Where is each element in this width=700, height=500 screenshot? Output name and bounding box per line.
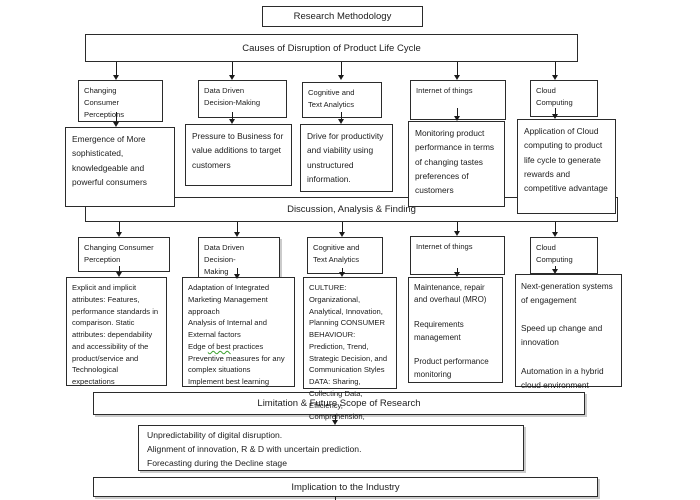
- arrow-down-icon: [452, 222, 461, 236]
- row1-detail-monitoring-product: Monitoring product performance in terms …: [408, 121, 505, 207]
- arrow-down-icon: [114, 222, 123, 237]
- row2-detail-culture-consumer-behaviour-data: CULTURE: Organizational, Analytical, Inn…: [303, 277, 397, 433]
- row2-category-cognitive-text-analytics: Cognitive and Text Analytics: [307, 237, 383, 274]
- limitation-band: Limitation & Future Scope of Research: [93, 392, 585, 415]
- row1-detail-consumer-emergence: Emergence of More sophisticated, knowled…: [65, 127, 175, 207]
- arrow-down-icon: [550, 266, 559, 274]
- arrow-down-icon: [452, 62, 461, 80]
- row1-category-cloud-computing: Cloud Computing: [530, 80, 598, 117]
- arrow-down-icon: [550, 222, 559, 237]
- arrow-down-icon: [111, 62, 120, 80]
- row2-category-changing-consumer-perception: Changing Consumer Perception: [78, 237, 170, 272]
- grammar-underline-text: of best: [207, 341, 231, 351]
- row2-detail-explicit-implicit-attributes: Explicit and implicit attributes: Featur…: [66, 277, 167, 386]
- row1-category-changing-consumer-perceptions: Changing Consumer Perceptions: [78, 80, 163, 122]
- research-methodology-box: Research Methodology: [262, 6, 423, 27]
- adaptation-text-part1: Adaptation of Integrated Marketing Manag…: [188, 283, 270, 351]
- implication-band: Implication to the Industry: [93, 477, 598, 497]
- future-scope-notes-box: Unpredictability of digital disruption. …: [138, 425, 524, 471]
- arrow-down-icon: [337, 222, 346, 237]
- arrow-down-icon: [452, 268, 461, 277]
- arrow-down-icon: [336, 112, 345, 124]
- arrow-down-icon: [227, 62, 236, 80]
- row2-category-data-driven-decision-making: Data Driven Decision- Making: [198, 237, 280, 279]
- row1-detail-pressure-business: Pressure to Business for value additions…: [185, 124, 292, 186]
- arrow-down-icon: [232, 222, 241, 237]
- row1-detail-cloud-application: Application of Cloud computing to produc…: [517, 119, 616, 214]
- arrow-down-icon: [330, 415, 339, 425]
- arrow-down-icon: [550, 108, 559, 119]
- arrow-down-icon: [232, 268, 241, 279]
- row2-category-cloud-computing: Cloud Computing: [530, 237, 598, 274]
- arrow-down-icon: [114, 266, 123, 277]
- row2-detail-mro-requirements-monitoring: Maintenance, repair and overhaul (MRO) R…: [408, 277, 503, 383]
- causes-band: Causes of Disruption of Product Life Cyc…: [85, 34, 578, 62]
- arrow-down-icon: [336, 62, 345, 80]
- row2-detail-adaptation-marketing: Adaptation of Integrated Marketing Manag…: [182, 277, 295, 387]
- connector-line: [335, 497, 337, 500]
- arrow-down-icon: [452, 108, 461, 121]
- arrow-down-icon: [227, 112, 236, 124]
- row1-category-internet-of-things: Internet of things: [410, 80, 506, 120]
- row1-category-data-driven-decision-making: Data Driven Decision-Making: [198, 80, 287, 118]
- row1-detail-drive-productivity: Drive for productivity and viability usi…: [300, 124, 393, 192]
- arrow-down-icon: [111, 112, 120, 127]
- adaptation-text-part2: practices Preventive measures for any co…: [188, 341, 285, 387]
- arrow-down-icon: [337, 268, 346, 277]
- row2-detail-next-generation-systems: Next-generation systems of engagement Sp…: [515, 274, 622, 390]
- arrow-down-icon: [550, 62, 559, 80]
